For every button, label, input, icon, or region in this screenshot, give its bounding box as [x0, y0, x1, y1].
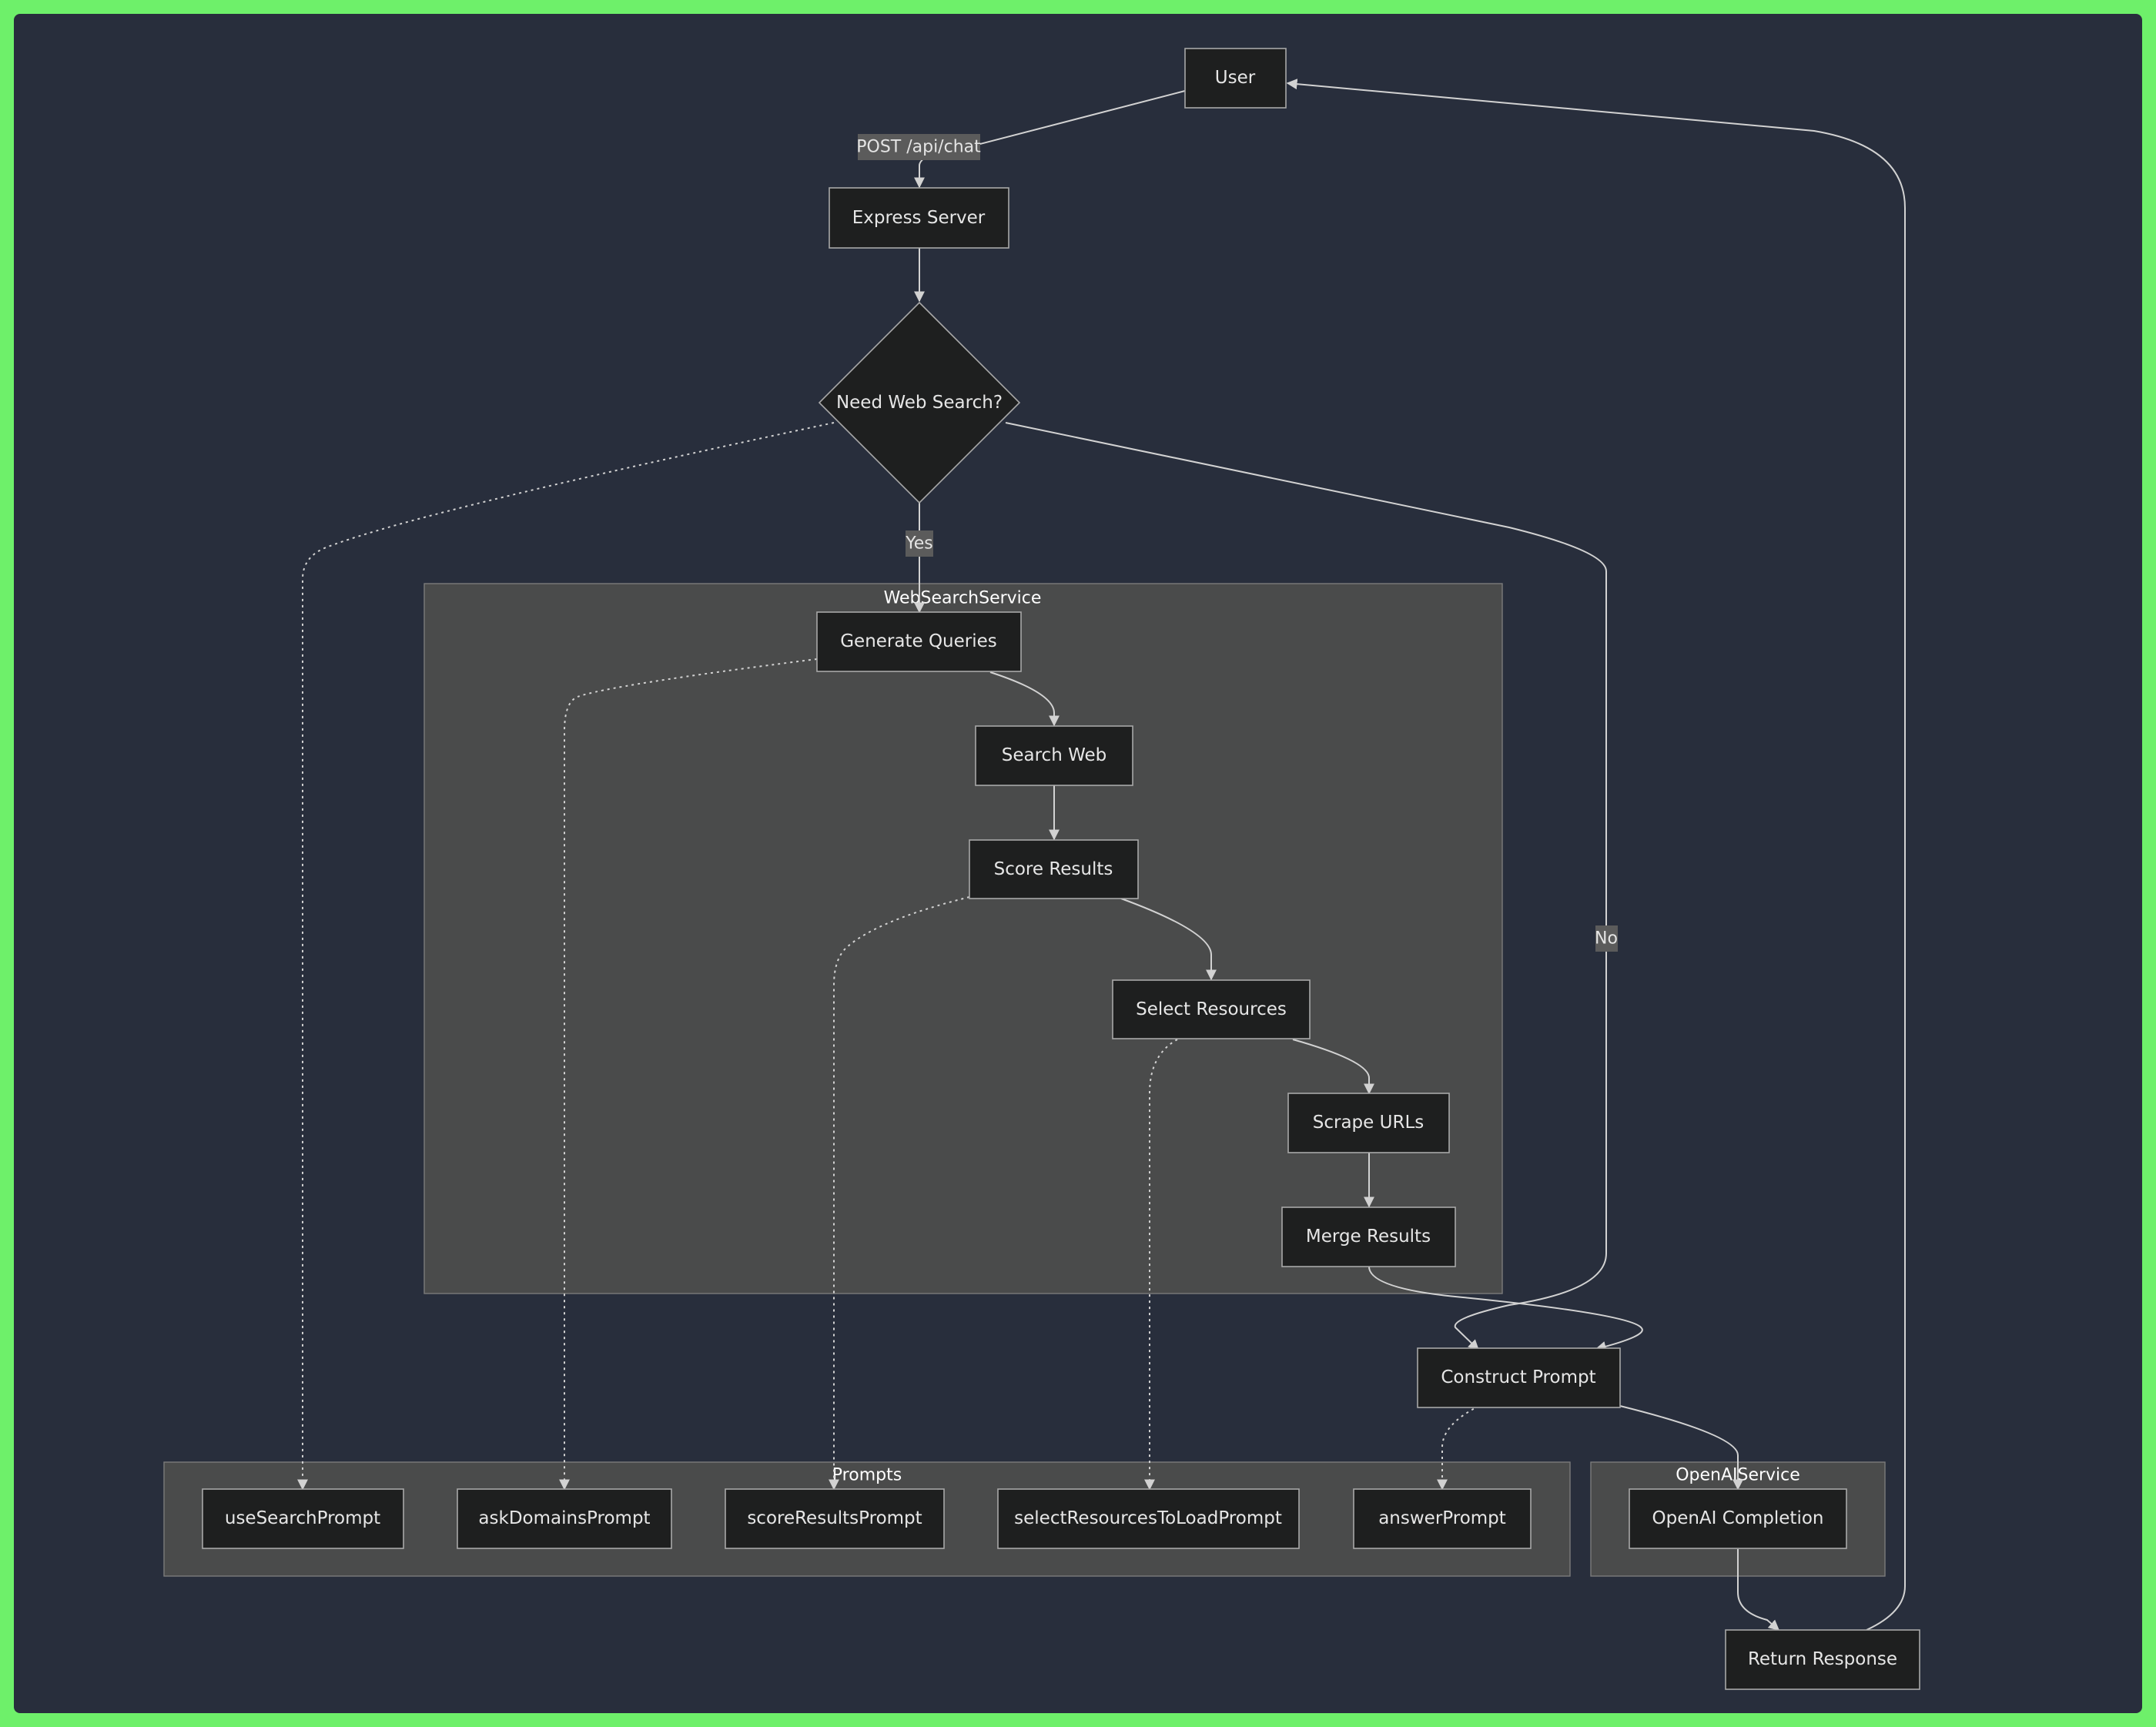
- node-search-web[interactable]: Search Web: [975, 725, 1133, 786]
- edge-select-to-scrape: [1292, 1039, 1374, 1095]
- diagram-canvas: WebSearchService Prompts OpenAIService P…: [14, 14, 2142, 1713]
- edge-generate-to-search: [989, 671, 1060, 727]
- node-return-response[interactable]: Return Response: [1725, 1629, 1920, 1690]
- node-openai-completion-label: OpenAI Completion: [1652, 1508, 1824, 1528]
- node-search-web-label: Search Web: [1002, 745, 1106, 765]
- node-generate-queries[interactable]: Generate Queries: [816, 611, 1022, 672]
- node-need-web-search-label: Need Web Search?: [836, 393, 1003, 413]
- node-merge-results[interactable]: Merge Results: [1281, 1207, 1456, 1267]
- edge-construct-to-answerprompt: [1437, 1405, 1480, 1491]
- cluster-websearchservice: WebSearchService: [424, 583, 1503, 1294]
- node-selectresourcestoloadprompt[interactable]: selectResourcesToLoadPrompt: [997, 1488, 1300, 1549]
- node-answerprompt-label: answerPrompt: [1378, 1508, 1506, 1528]
- node-select-resources-label: Select Resources: [1136, 999, 1287, 1019]
- edge-label-post-text: POST /api/chat: [856, 138, 981, 157]
- node-selectresourcestoloadprompt-label: selectResourcesToLoadPrompt: [1014, 1508, 1282, 1528]
- node-express-server-label: Express Server: [852, 208, 986, 228]
- node-construct-prompt-label: Construct Prompt: [1441, 1367, 1595, 1387]
- edge-generate-to-askdomainsprompt: [559, 658, 818, 1491]
- edge-merge-to-construct: [1368, 1266, 1643, 1352]
- edge-decision-to-construct-no: [1005, 422, 1607, 1350]
- node-construct-prompt[interactable]: Construct Prompt: [1417, 1347, 1621, 1408]
- edge-score-to-select: [1120, 898, 1217, 981]
- edge-select-to-selectresourcesprompt: [1144, 1039, 1178, 1491]
- edge-label-yes: Yes: [905, 530, 933, 557]
- node-scrape-urls[interactable]: Scrape URLs: [1287, 1093, 1450, 1153]
- edge-score-to-scoreresultsprompt: [829, 896, 970, 1491]
- node-select-resources[interactable]: Select Resources: [1112, 979, 1311, 1039]
- edge-label-no-text: No: [1595, 929, 1618, 949]
- cluster-prompts-title: Prompts: [832, 1466, 902, 1485]
- edge-openai-to-return: [1737, 1549, 1780, 1631]
- node-user-label: User: [1215, 68, 1256, 88]
- node-askdomainsprompt[interactable]: askDomainsPrompt: [457, 1488, 672, 1549]
- node-return-response-label: Return Response: [1748, 1649, 1897, 1669]
- edge-label-post: POST /api/chat: [856, 134, 981, 160]
- edge-label-yes-text: Yes: [905, 534, 933, 554]
- edge-construct-to-openai: [1619, 1405, 1743, 1491]
- node-answerprompt[interactable]: answerPrompt: [1353, 1488, 1532, 1549]
- node-need-web-search-decision[interactable]: Need Web Search?: [818, 301, 1021, 504]
- node-merge-results-label: Merge Results: [1306, 1227, 1431, 1247]
- node-scrape-urls-label: Scrape URLs: [1313, 1113, 1424, 1133]
- node-scoreresultsprompt[interactable]: scoreResultsPrompt: [725, 1488, 945, 1549]
- cluster-websearchservice-title: WebSearchService: [884, 589, 1042, 608]
- node-generate-queries-label: Generate Queries: [840, 631, 997, 651]
- node-express-server[interactable]: Express Server: [829, 187, 1009, 249]
- node-openai-completion[interactable]: OpenAI Completion: [1629, 1488, 1847, 1549]
- node-usesearchprompt[interactable]: useSearchPrompt: [202, 1488, 404, 1549]
- node-askdomainsprompt-label: askDomainsPrompt: [478, 1508, 650, 1528]
- node-scoreresultsprompt-label: scoreResultsPrompt: [747, 1508, 922, 1528]
- node-usesearchprompt-label: useSearchPrompt: [225, 1508, 380, 1528]
- edge-label-no: No: [1595, 925, 1618, 952]
- node-score-results-label: Score Results: [994, 859, 1113, 879]
- edge-return-to-user: [1286, 79, 1906, 1631]
- flowchart: WebSearchService Prompts OpenAIService P…: [163, 48, 1920, 1690]
- node-score-results[interactable]: Score Results: [969, 839, 1139, 899]
- node-user[interactable]: User: [1184, 48, 1287, 109]
